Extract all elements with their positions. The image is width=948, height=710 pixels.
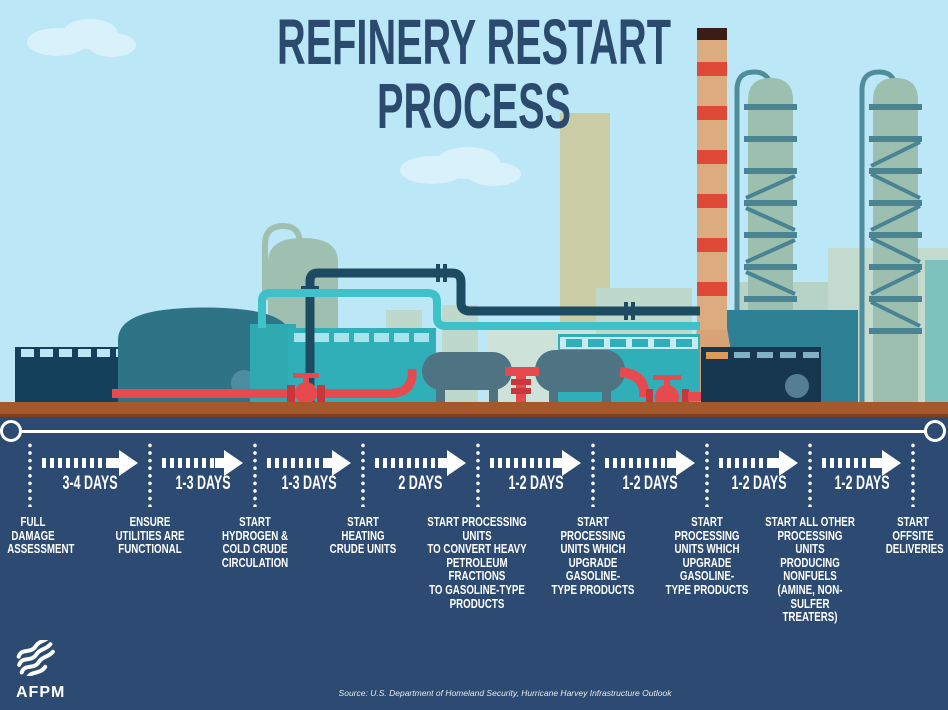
cloud-icon (27, 19, 521, 186)
title-line-2: PROCESS (376, 70, 572, 142)
duration-label: 2 DAYS (398, 472, 443, 494)
title-line-1: REFINERY RESTART (277, 6, 671, 78)
horizontal-drums (422, 350, 625, 405)
duration-label: 1-3 DAYS (281, 472, 337, 494)
ground (0, 402, 948, 417)
dashed-arrow-icon (719, 450, 798, 476)
page-title: REFINERY RESTART PROCESS (0, 10, 948, 138)
dashed-arrow-icon (162, 450, 243, 476)
valve-icon (287, 373, 325, 404)
step-label-8: START ALL OTHER PROCESSING UNITS PRODUCI… (765, 515, 855, 625)
afpm-logo-text: AFPM (16, 684, 66, 701)
timeline-divider (705, 443, 709, 507)
refinery-illustration (0, 0, 948, 417)
dashed-arrow-icon (490, 450, 581, 476)
distillation-column-right (859, 69, 922, 405)
timeline-divider (808, 443, 812, 507)
arrow-head-icon (779, 450, 798, 476)
dashed-arrow-icon (267, 450, 351, 476)
step-label-5: START PROCESSING UNITS TO CONVERT HEAVY … (427, 515, 527, 611)
timeline-divider (911, 443, 915, 507)
step-label-1: FULL DAMAGE ASSESSMENT (7, 515, 75, 557)
timeline-axis (8, 430, 930, 433)
duration-label: 1-2 DAYS (730, 472, 787, 494)
timeline-end-marker (924, 420, 946, 442)
ground-shadow (0, 414, 948, 417)
dashed-arrow-icon (375, 450, 466, 476)
arrow-head-icon (882, 450, 901, 476)
afpm-logo: AFPM (14, 633, 84, 702)
arrow-head-icon (119, 450, 138, 476)
timeline-divider (361, 443, 365, 507)
dashed-arrow-icon (822, 450, 901, 476)
dashed-arrow-icon (605, 450, 695, 476)
duration-label: 1-2 DAYS (833, 472, 890, 494)
dashed-arrow-icon (42, 450, 138, 476)
arrow-head-icon (224, 450, 243, 476)
timeline-divider (253, 443, 257, 507)
arrow-head-icon (332, 450, 351, 476)
step-label-4: START HEATING CRUDE UNITS (329, 515, 397, 557)
duration-label: 1-2 DAYS (622, 472, 678, 494)
timeline-divider (28, 443, 32, 507)
step-label-2: ENSURE UTILITIES ARE FUNCTIONAL (115, 515, 185, 557)
timeline-start-marker (0, 420, 22, 442)
arrow-head-icon (676, 450, 695, 476)
arrow-head-icon (562, 450, 581, 476)
timeline-divider (148, 443, 152, 507)
arrow-head-icon (447, 450, 466, 476)
step-label-7: START PROCESSING UNITS WHICH UPGRADE GAS… (665, 515, 749, 597)
timeline-divider (591, 443, 595, 507)
step-label-9: START OFFSITE DELIVERIES (885, 515, 944, 557)
duration-label: 1-2 DAYS (507, 472, 564, 494)
duration-label: 3-4 DAYS (62, 472, 118, 494)
pipes (258, 264, 700, 405)
duration-label: 1-3 DAYS (174, 472, 231, 494)
step-label-3: START HYDROGEN & COLD CRUDE CIRCULATION (221, 515, 289, 570)
control-building (701, 347, 821, 405)
source-citation: Source: U.S. Department of Homeland Secu… (338, 688, 672, 698)
timeline-divider (476, 443, 480, 507)
step-label-6: START PROCESSING UNITS WHICH UPGRADE GAS… (551, 515, 635, 597)
afpm-waves-icon (16, 633, 55, 680)
